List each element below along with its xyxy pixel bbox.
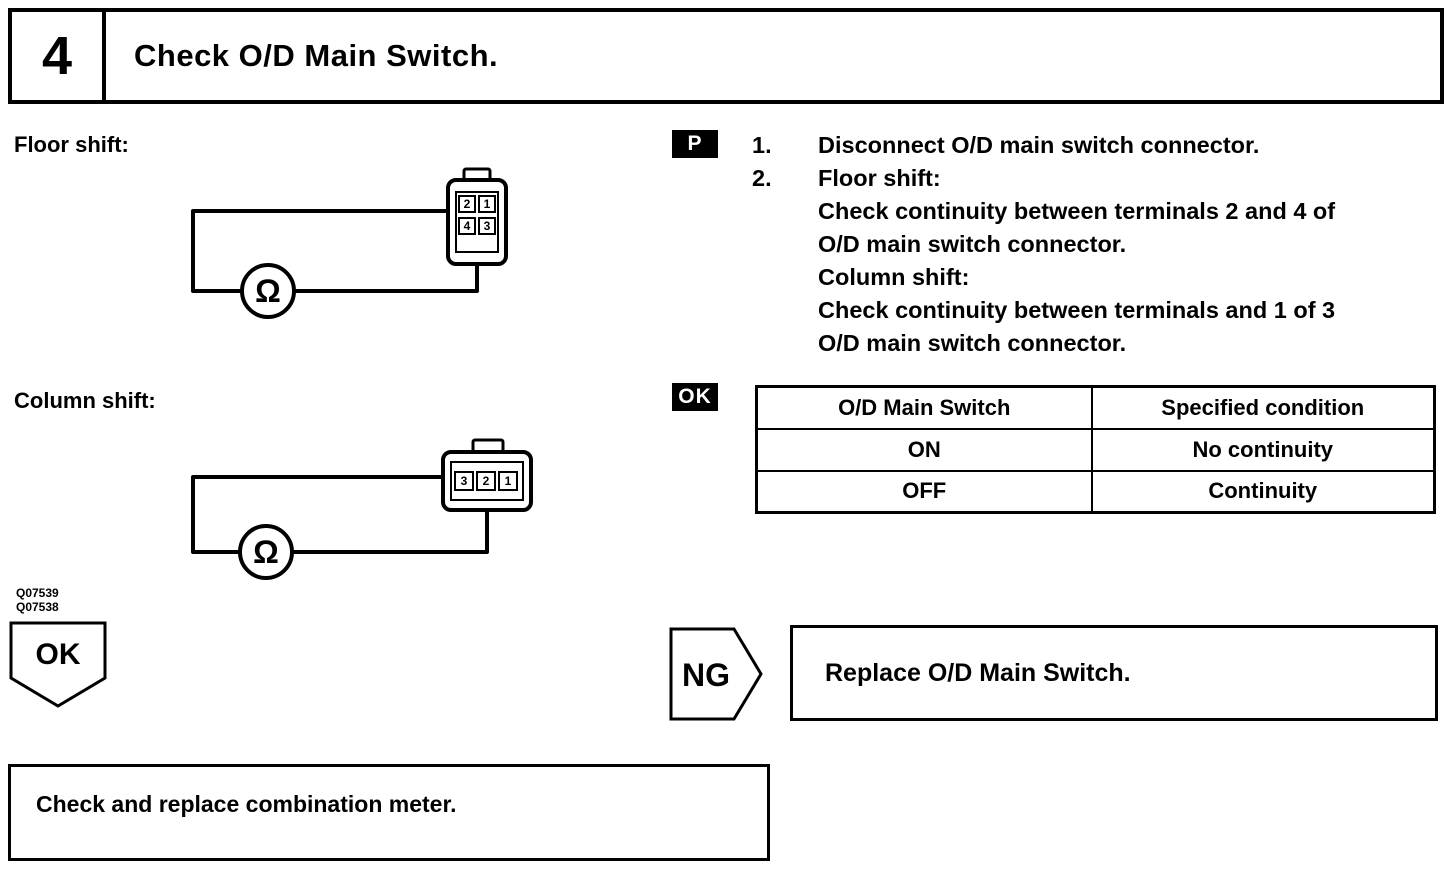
ok-flow-arrow: OK <box>9 621 107 708</box>
floor-shift-diagram: Ω 2 1 4 3 <box>191 167 508 319</box>
ok-arrow-shape <box>9 621 107 708</box>
ng-arrow-label: NG <box>682 657 730 693</box>
pin-number: 2 <box>464 197 471 211</box>
pin-number: 4 <box>464 219 471 233</box>
ok-badge: OK <box>672 383 718 411</box>
ng-flow-arrow: NG <box>669 627 763 721</box>
pin-number: 3 <box>461 474 468 488</box>
ohmmeter-icon <box>238 524 294 580</box>
table-row: OFF Continuity <box>755 469 1436 514</box>
instruction-line: Disconnect O/D main switch connector. <box>818 132 1260 158</box>
pin-number: 3 <box>484 219 491 233</box>
instruction-line: Check continuity between terminals and 1… <box>818 297 1336 323</box>
instruction-line: Check continuity between terminals 2 and… <box>818 198 1336 224</box>
ohm-symbol: Ω <box>255 273 281 309</box>
instruction-number: 2. <box>752 165 772 191</box>
pin-number: 1 <box>484 197 491 211</box>
column-shift-label: Column shift: <box>14 388 156 413</box>
pin-number: 2 <box>483 474 490 488</box>
instruction-line: O/D main switch connector. <box>818 330 1127 356</box>
step-number: 4 <box>12 12 106 100</box>
figure-codes: Q07539 Q07538 <box>16 586 59 614</box>
combination-meter-box: Check and replace combination meter. <box>8 764 770 861</box>
table-cell: ON <box>755 427 1093 472</box>
instruction-item: 1. Disconnect O/D main switch connector. <box>752 129 1456 162</box>
table-cell: Continuity <box>1090 469 1436 514</box>
instruction-number: 1. <box>752 132 772 158</box>
floor-shift-label: Floor shift: <box>14 132 129 157</box>
ohm-symbol: Ω <box>253 534 279 570</box>
column-header: Specified condition <box>1090 385 1436 430</box>
step-header: 4 Check O/D Main Switch. <box>8 8 1444 104</box>
instruction-line: O/D main switch connector. <box>818 231 1127 257</box>
figure-code: Q07538 <box>16 600 59 614</box>
table-cell: OFF <box>755 469 1093 514</box>
ng-arrow-shape <box>669 627 763 721</box>
step-p-badge: P <box>672 130 718 158</box>
page-title: Check O/D Main Switch. <box>134 38 499 73</box>
figure-code: Q07539 <box>16 586 59 600</box>
connector-icon: 3 2 1 <box>441 438 533 512</box>
connector-icon: 2 1 4 3 <box>446 167 508 266</box>
ok-arrow-label: OK <box>36 638 81 671</box>
instruction-item: 2. Floor shift: Check continuity between… <box>752 162 1456 360</box>
wire <box>191 475 445 554</box>
table-header-row: O/D Main Switch Specified condition <box>755 385 1436 430</box>
wire <box>191 209 452 293</box>
pin-number: 1 <box>505 474 512 488</box>
wire <box>290 508 489 554</box>
replace-action-box: Replace O/D Main Switch. <box>790 625 1438 721</box>
instruction-line: Column shift: <box>818 264 970 290</box>
instruction-line: Floor shift: <box>818 165 941 191</box>
table-cell: No continuity <box>1090 427 1436 472</box>
combination-meter-text: Check and replace combination meter. <box>36 791 457 817</box>
condition-table: O/D Main Switch Specified condition ON N… <box>755 385 1436 514</box>
table-row: ON No continuity <box>755 427 1436 472</box>
column-header: O/D Main Switch <box>755 385 1093 430</box>
ohmmeter-icon <box>240 263 296 319</box>
replace-action-text: Replace O/D Main Switch. <box>825 658 1131 687</box>
column-shift-diagram: Ω 3 2 1 <box>191 438 533 580</box>
instruction-list: 1. Disconnect O/D main switch connector.… <box>752 129 1456 360</box>
wire <box>293 260 479 293</box>
